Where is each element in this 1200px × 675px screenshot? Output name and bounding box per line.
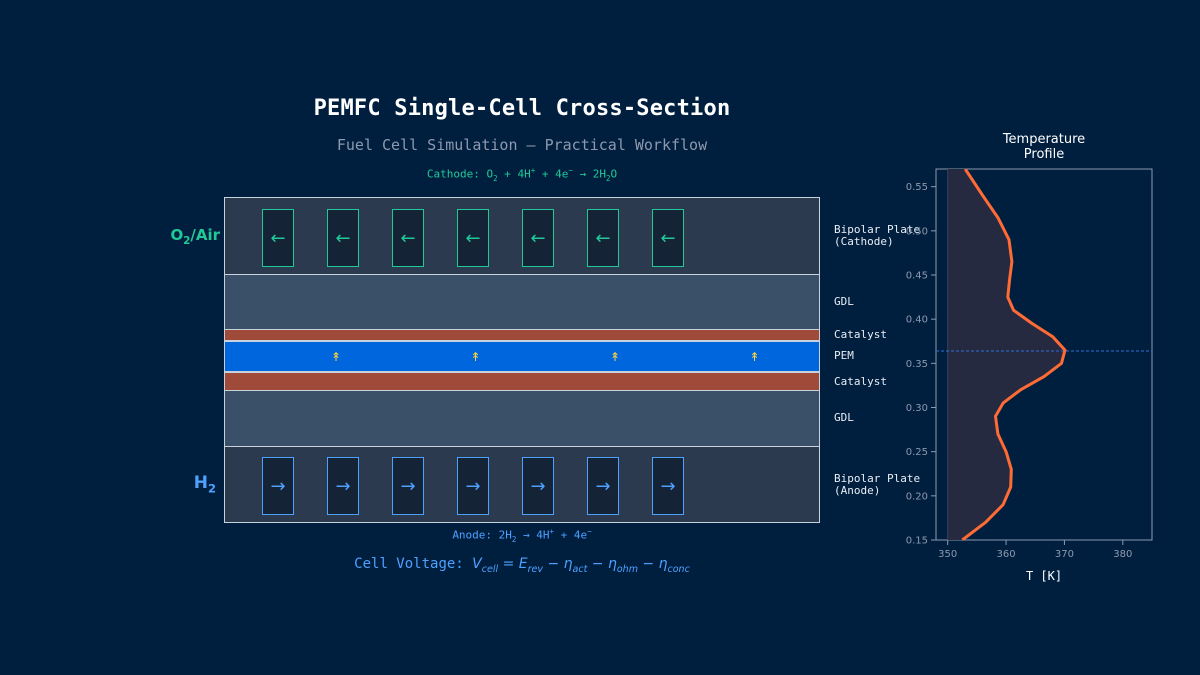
cathode-flow-channel: ← (392, 209, 424, 267)
proton-exchange-membrane (224, 341, 820, 372)
anode-flow-channel: → (327, 457, 359, 515)
arrow-right-icon: → (400, 475, 416, 497)
label-bipolar-plate-cathode: Bipolar Plate(Cathode) (834, 223, 921, 248)
y-tick-label: 0.55 (906, 182, 928, 193)
proton-arrow-icon: ↟ (749, 350, 760, 364)
x-tick-label: 380 (1113, 549, 1132, 560)
x-axis-label: T [K] (1026, 569, 1062, 583)
gdl-cathode (224, 275, 820, 329)
anode-flow-channel: → (392, 457, 424, 515)
y-tick-label: 0.40 (906, 315, 928, 326)
y-tick-label: 0.15 (906, 536, 928, 547)
catalyst-layer-cathode (224, 329, 820, 341)
label-catalyst-anode: Catalyst (834, 375, 887, 388)
anode-flow-channel: → (587, 457, 619, 515)
x-tick-label: 360 (997, 549, 1016, 560)
gdl-anode (224, 391, 820, 446)
cell-voltage-equation: Cell Voltage: Vcell = Erev − ηact − ηohm… (354, 556, 690, 575)
page-title: PEMFC Single-Cell Cross-Section (313, 96, 731, 121)
y-tick-label: 0.50 (906, 226, 928, 237)
arrow-right-icon: → (465, 475, 481, 497)
label-bipolar-plate-anode: Bipolar Plate(Anode) (834, 472, 921, 497)
anode-flow-channel: → (652, 457, 684, 515)
arrow-left-icon: ← (270, 227, 286, 249)
arrow-right-icon: → (335, 475, 351, 497)
cathode-flow-channel: ← (457, 209, 489, 267)
temperature-profile-chart: 0.15 0.20 0.25 0.30 0.35 0.40 0.45 0.50 0.55 350 3… (906, 168, 1153, 583)
cathode-flow-channel: ← (652, 209, 684, 267)
y-tick-label: 0.30 (906, 403, 928, 414)
cathode-gas-inlet-label: O2/Air (170, 226, 221, 247)
arrow-right-icon: → (660, 475, 676, 497)
arrow-right-icon: → (595, 475, 611, 497)
anode-reaction-equation: Anode: 2H2 → 4H+ + 4e− (452, 527, 592, 544)
temperature-fill-area (947, 169, 1065, 540)
page-subtitle: Fuel Cell Simulation — Practical Workflo… (336, 136, 708, 154)
x-tick-label: 370 (1055, 549, 1074, 560)
arrow-right-icon: → (270, 475, 286, 497)
y-tick-label: 0.45 (906, 271, 928, 282)
arrow-left-icon: ← (335, 227, 351, 249)
arrow-right-icon: → (530, 475, 546, 497)
anode-flow-channel: → (457, 457, 489, 515)
label-gdl-anode: GDL (834, 411, 854, 424)
label-gdl-cathode: GDL (834, 295, 854, 308)
proton-arrow-icon: ↟ (609, 350, 621, 364)
cathode-flow-channel: ← (262, 209, 294, 267)
cathode-reaction-equation: Cathode: O2 + 4H+ + 4e− → 2H2O (426, 166, 618, 183)
y-tick-label: 0.35 (906, 359, 928, 370)
temperature-curve (961, 169, 1067, 540)
label-pem: PEM (834, 349, 854, 362)
arrow-left-icon: ← (530, 227, 546, 249)
catalyst-layer-anode (224, 372, 820, 391)
arrow-left-icon: ← (660, 227, 676, 249)
anode-flow-channel: → (262, 457, 294, 515)
cathode-flow-channel: ← (327, 209, 359, 267)
anode-gas-inlet-label: H2 (193, 473, 216, 496)
proton-arrow-icon: ↟ (330, 350, 342, 364)
label-catalyst-cathode: Catalyst (834, 328, 887, 341)
arrow-left-icon: ← (595, 227, 611, 249)
arrow-left-icon: ← (400, 227, 416, 249)
cathode-flow-channel: ← (522, 209, 554, 267)
y-tick-label: 0.25 (906, 447, 928, 458)
proton-arrow-icon: ↟ (470, 350, 481, 364)
y-tick-label: 0.20 (906, 491, 928, 502)
anode-flow-channel: → (522, 457, 554, 515)
x-tick-label: 350 (938, 549, 957, 560)
cathode-flow-channel: ← (587, 209, 619, 267)
arrow-left-icon: ← (465, 227, 481, 249)
